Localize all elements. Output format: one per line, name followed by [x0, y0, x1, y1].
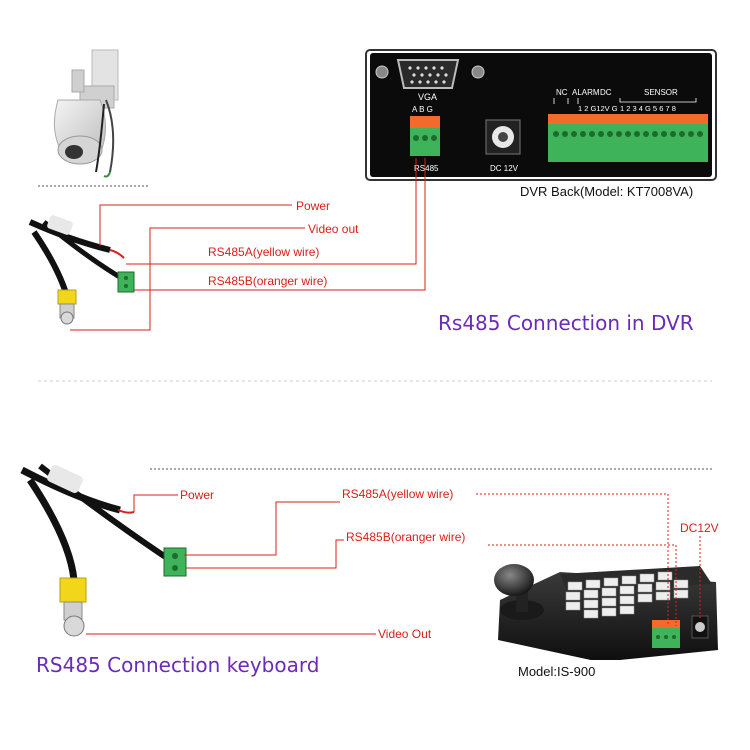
dc12v-jack: [485, 119, 521, 155]
keyboard-dc-jack: [691, 615, 709, 639]
dvr-back-panel: VGA A B G RS485 DC 12V NC ALARM DC SENSO…: [365, 49, 717, 181]
rs485a-line-bottom: [184, 501, 340, 556]
joystick: [494, 564, 544, 620]
section-title-keyboard: RS485 Connection keyboard: [36, 653, 319, 677]
rs485b-dotted-bottom: [488, 544, 677, 626]
dvr-caption: DVR Back(Model: KT7008VA): [520, 184, 693, 199]
section-title-dvr: Rs485 Connection in DVR: [438, 311, 694, 335]
bnc-connector-bottom: [59, 577, 87, 637]
keyboard-keys: [565, 571, 689, 619]
rs485a-label-bottom: RS485A(yellow wire): [342, 487, 453, 501]
camera-cable-bundle-top: [28, 215, 135, 325]
rs485a-dotted-bottom: [476, 493, 669, 626]
videoout-line-top: [70, 227, 305, 331]
rs485-label: RS485: [414, 164, 439, 173]
ptz-keyboard-image: [494, 564, 718, 682]
vga-port: [396, 59, 460, 89]
power-label-bottom: Power: [180, 488, 214, 502]
vga-label: VGA: [418, 92, 437, 102]
power-line-bottom: [133, 494, 178, 512]
keyboard-model-label: Model:IS-900: [518, 664, 595, 679]
rs485b-line-top: [134, 158, 426, 291]
rs485a-label-top: RS485A(yellow wire): [208, 245, 319, 259]
videoout-label-bottom: Video Out: [378, 627, 432, 641]
camera-cable-bundle-bottom: [20, 463, 187, 637]
bottom-connection-lines: [86, 493, 701, 635]
rs485-connector-bottom: [163, 547, 187, 577]
bnc-connector-top: [57, 289, 77, 325]
dc12v-label-bottom: DC12V: [680, 521, 719, 535]
sensor-label: SENSOR: [644, 88, 678, 97]
sensor-pin-labels: 1 2 3 4 G 5 6 7 8: [620, 104, 676, 113]
ptz-camera-image: [53, 49, 119, 178]
rs485a-line-top: [126, 158, 417, 265]
rs485-pin-labels: A B G: [412, 105, 433, 114]
rs485b-label-top: RS485B(oranger wire): [208, 274, 327, 288]
rs485b-line-bottom: [186, 539, 344, 569]
power-line-top: [99, 204, 292, 246]
dc12v-label: DC 12V: [490, 164, 519, 173]
videoout-label-top: Video out: [308, 222, 359, 236]
alarm-label: ALARM: [572, 88, 600, 97]
alarm-pin-labels: 1 2 G12V G: [578, 104, 618, 113]
rs485-connector-top: [117, 271, 135, 293]
top-connection-lines: [70, 158, 426, 331]
sensor-terminal-block: [548, 114, 708, 162]
dc-label: DC: [600, 88, 612, 97]
nc-label: NC: [556, 88, 568, 97]
keyboard-terminal: [652, 620, 680, 648]
power-label-top: Power: [296, 199, 330, 213]
rs485-terminal-block: [410, 116, 440, 156]
rs485b-label-bottom: RS485B(oranger wire): [346, 530, 465, 544]
